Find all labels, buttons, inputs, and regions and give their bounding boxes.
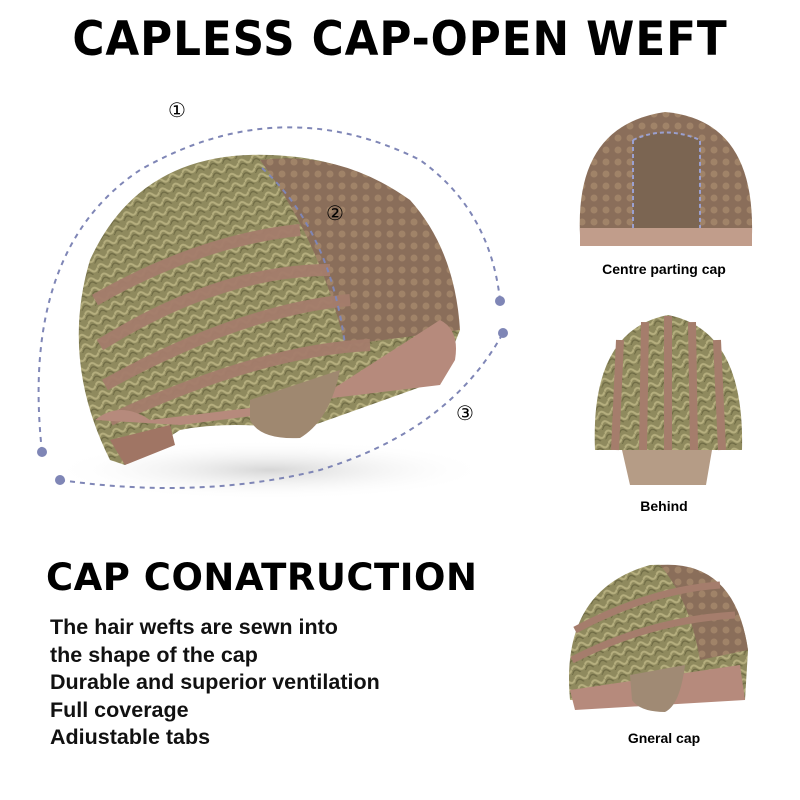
behind-cap-image xyxy=(594,315,743,485)
marker-1: ① xyxy=(168,98,186,122)
page-title: CAPLESS CAP-OPEN WEFT xyxy=(72,12,728,67)
feature-item: the shape of the cap xyxy=(50,642,258,667)
marker-2: ② xyxy=(326,201,344,225)
centre-parting-cap-label: Centre parting cap xyxy=(602,261,726,277)
dimension-lines xyxy=(37,126,504,489)
general-cap-label: Gneral cap xyxy=(627,730,701,746)
feature-item: Full coverage xyxy=(50,697,189,722)
dimension-endpoints xyxy=(37,296,508,485)
feature-item: Adiustable tabs xyxy=(50,725,211,749)
behind-cap-label: Behind xyxy=(640,498,688,514)
marker-3: ③ xyxy=(456,401,474,425)
centre-parting-cap-image xyxy=(579,112,753,246)
feature-item: The hair wefts are sewn into xyxy=(50,615,338,639)
general-cap-image xyxy=(569,564,748,712)
feature-item: Durable and superior ventilation xyxy=(50,670,380,694)
construction-heading: CAP CONATRUCTION xyxy=(46,556,478,599)
main-cap-image xyxy=(50,154,490,500)
feature-list: The hair wefts are sewn into the shape o… xyxy=(50,614,380,752)
